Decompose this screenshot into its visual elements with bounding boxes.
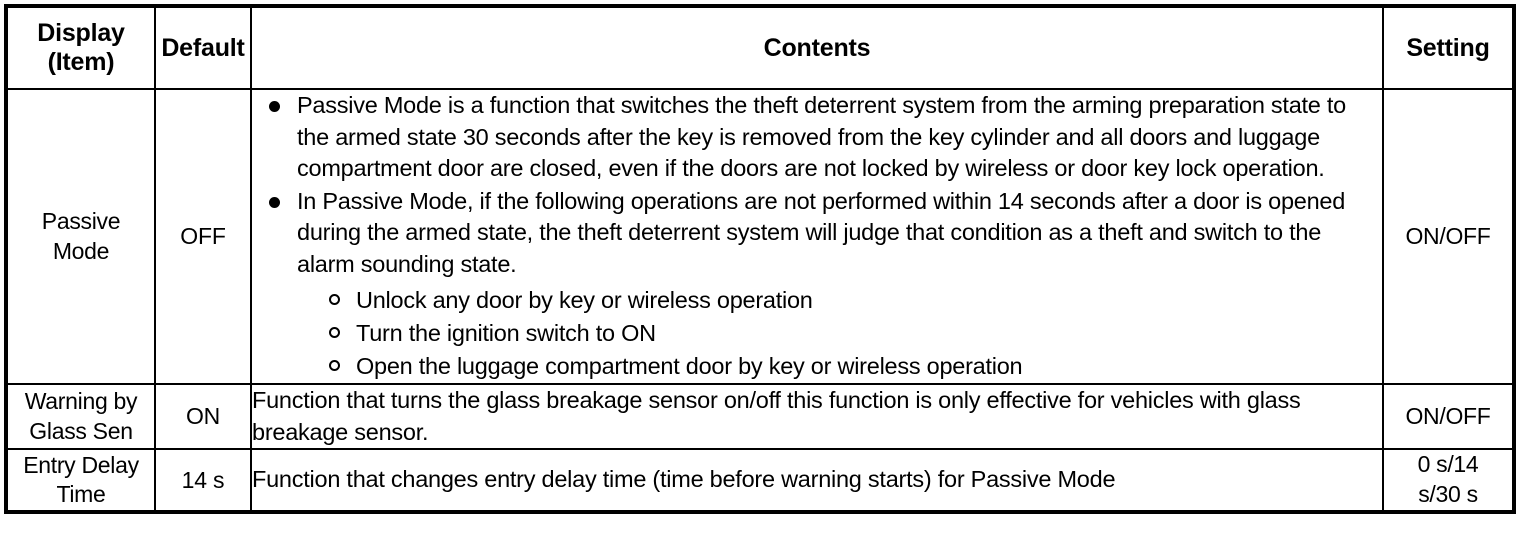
table-row: Warning by Glass Sen ON Function that tu…: [5, 383, 1515, 451]
column-header-setting: Setting: [1382, 5, 1515, 90]
display-label-line2: Mode: [52, 237, 110, 264]
table-row: Passive Mode OFF Passive Mode is a funct…: [5, 87, 1515, 386]
column-header-display-line2: (Item): [47, 48, 115, 76]
cell-display-entry-delay-time: Entry Delay Time: [5, 448, 156, 514]
cell-setting-entry-delay-time: 0 s/14 s/30 s: [1382, 448, 1515, 514]
column-header-display: Display (Item): [5, 5, 156, 90]
hollow-circle-bullet-icon: [329, 326, 340, 338]
bullet-list: Passive Mode is a function that switches…: [252, 90, 1382, 281]
theft-deterrent-settings-table: Display (Item) Default Contents Setting …: [4, 4, 1516, 515]
filled-circle-bullet-icon: [269, 196, 280, 208]
hollow-circle-bullet-icon: [329, 293, 340, 305]
contents-paragraph: Function that turns the glass breakage s…: [252, 387, 1301, 445]
cell-setting-warning-by-glass-sen: ON/OFF: [1382, 383, 1515, 451]
table-header-row: Display (Item) Default Contents Setting: [5, 5, 1515, 90]
contents-paragraph: Function that changes entry delay time (…: [252, 466, 1116, 493]
sub-bullet-text: Open the luggage compartment door by key…: [356, 352, 1023, 379]
cell-contents-warning-by-glass-sen: Function that turns the glass breakage s…: [250, 383, 1384, 451]
sub-bullet-text: Unlock any door by key or wireless opera…: [356, 286, 813, 313]
column-header-default: Default: [154, 5, 252, 90]
display-label-line2: Glass Sen: [29, 417, 133, 444]
cell-contents-entry-delay-time: Function that changes entry delay time (…: [250, 448, 1384, 514]
setting-value-line1: 0 s/14: [1417, 451, 1479, 478]
cell-display-passive-mode: Passive Mode: [5, 87, 156, 386]
bullet-list-item: In Passive Mode, if the following operat…: [252, 186, 1382, 281]
table-row: Entry Delay Time 14 s Function that chan…: [5, 448, 1515, 514]
sub-bullet-list: Unlock any door by key or wireless opera…: [252, 284, 1382, 383]
sub-bullet-list-item: Open the luggage compartment door by key…: [326, 350, 1382, 382]
cell-contents-passive-mode: Passive Mode is a function that switches…: [250, 87, 1384, 386]
display-label-line1: Passive: [41, 208, 121, 235]
column-header-display-line1: Display: [37, 19, 125, 47]
spec-table-container: Display (Item) Default Contents Setting …: [0, 4, 1520, 558]
sub-bullet-text: Turn the ignition switch to ON: [356, 319, 656, 346]
hollow-circle-bullet-icon: [329, 359, 340, 371]
bullet-list-item: Passive Mode is a function that switches…: [252, 90, 1382, 185]
cell-default-passive-mode: OFF: [154, 87, 252, 386]
sub-bullet-list-item: Turn the ignition switch to ON: [326, 317, 1382, 349]
sub-bullet-list-item: Unlock any door by key or wireless opera…: [326, 284, 1382, 316]
column-header-contents: Contents: [250, 5, 1384, 90]
display-label-line1: Warning by: [24, 388, 138, 415]
cell-default-warning-by-glass-sen: ON: [154, 383, 252, 451]
table-body: Passive Mode OFF Passive Mode is a funct…: [5, 87, 1515, 514]
cell-setting-passive-mode: ON/OFF: [1382, 87, 1515, 386]
display-label-line2: Time: [56, 481, 106, 508]
cell-display-warning-by-glass-sen: Warning by Glass Sen: [5, 383, 156, 451]
display-label-line1: Entry Delay: [23, 451, 139, 478]
bullet-text: Passive Mode is a function that switches…: [297, 92, 1346, 182]
cell-default-entry-delay-time: 14 s: [154, 448, 252, 514]
table-header: Display (Item) Default Contents Setting: [5, 5, 1515, 90]
filled-circle-bullet-icon: [269, 101, 280, 112]
bullet-text: In Passive Mode, if the following operat…: [297, 187, 1346, 277]
setting-value-line2: s/30 s: [1418, 481, 1478, 508]
